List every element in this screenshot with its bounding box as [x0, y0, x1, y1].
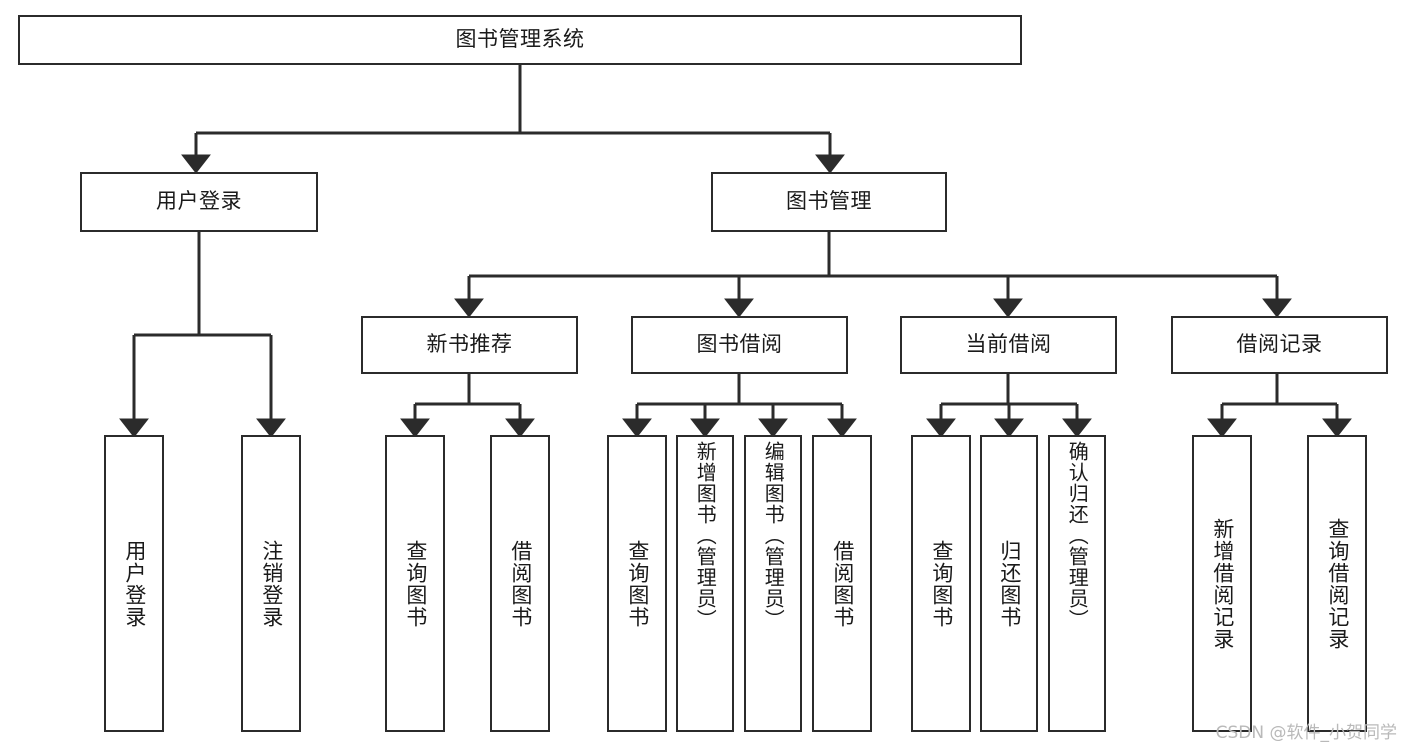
node-leaf-edit-book-admin[interactable]: 编辑图书（管理员）	[744, 435, 802, 732]
node-leaf-borrow-book-recommend[interactable]: 借阅图书	[490, 435, 550, 732]
node-label: 确认归还（管理员）	[1065, 441, 1090, 630]
node-label: 归还图书	[997, 539, 1022, 628]
node-label: 当前借阅	[965, 332, 1052, 357]
node-leaf-return-book[interactable]: 归还图书	[980, 435, 1038, 732]
node-leaf-add-borrow-record[interactable]: 新增借阅记录	[1192, 435, 1252, 732]
node-leaf-logout[interactable]: 注销登录	[241, 435, 301, 732]
node-label: 查询图书	[625, 539, 650, 628]
node-user-login[interactable]: 用户登录	[80, 172, 318, 232]
node-borrow-record[interactable]: 借阅记录	[1171, 316, 1388, 374]
node-leaf-query-book-recommend[interactable]: 查询图书	[385, 435, 445, 732]
node-label: 借阅图书	[508, 539, 533, 628]
node-leaf-borrow-book[interactable]: 借阅图书	[812, 435, 872, 732]
node-label: 注销登录	[259, 539, 284, 628]
node-leaf-query-borrow-record[interactable]: 查询借阅记录	[1307, 435, 1367, 732]
node-label: 图书借阅	[696, 332, 783, 357]
node-label: 借阅记录	[1236, 332, 1323, 357]
node-leaf-user-login[interactable]: 用户登录	[104, 435, 164, 732]
node-label: 查询图书	[403, 539, 428, 628]
node-book-management[interactable]: 图书管理	[711, 172, 947, 232]
node-label: 用户登录	[156, 189, 242, 214]
node-label: 新增图书（管理员）	[693, 441, 718, 630]
node-leaf-query-book-borrow[interactable]: 查询图书	[607, 435, 667, 732]
node-label: 图书管理	[786, 189, 872, 214]
node-label: 用户登录	[122, 539, 147, 628]
node-label: 新书推荐	[426, 332, 513, 357]
node-book-borrow[interactable]: 图书借阅	[631, 316, 848, 374]
node-label: 查询图书	[929, 539, 954, 628]
node-label: 查询借阅记录	[1325, 517, 1350, 650]
node-current-borrow[interactable]: 当前借阅	[900, 316, 1117, 374]
node-leaf-query-book-current[interactable]: 查询图书	[911, 435, 971, 732]
node-label: 编辑图书（管理员）	[761, 441, 786, 630]
node-label: 新增借阅记录	[1210, 517, 1235, 650]
node-label: 图书管理系统	[455, 27, 585, 52]
node-new-book-recommend[interactable]: 新书推荐	[361, 316, 578, 374]
node-leaf-add-book-admin[interactable]: 新增图书（管理员）	[676, 435, 734, 732]
node-label: 借阅图书	[830, 539, 855, 628]
node-leaf-confirm-return-admin[interactable]: 确认归还（管理员）	[1048, 435, 1106, 732]
node-root-book-management-system[interactable]: 图书管理系统	[18, 15, 1022, 65]
